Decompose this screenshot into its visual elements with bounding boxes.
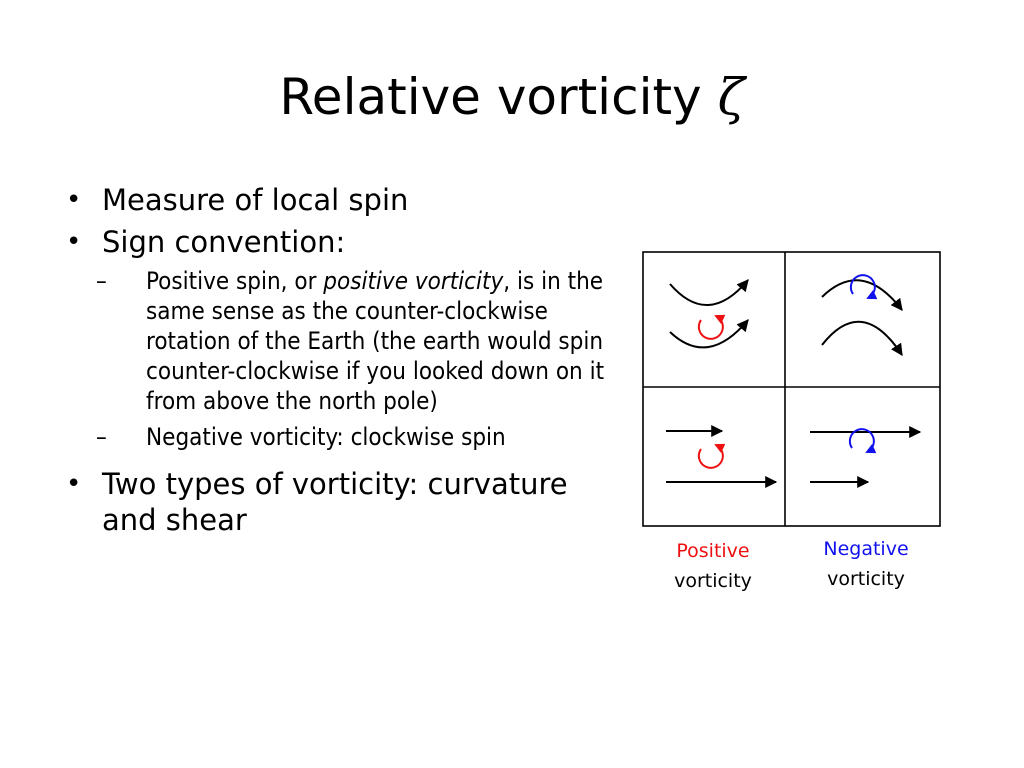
bullet-text-sign-convention: Sign convention:	[102, 225, 346, 259]
positive-shear-panel	[666, 425, 778, 488]
positive-caption-vorticity: vorticity	[674, 570, 752, 592]
sub-bullet-text-negative: Negative vorticity: clockwise spin	[146, 423, 506, 451]
bullet-item: • Sign convention:	[66, 224, 606, 260]
bullet-item: • Measure of local spin	[66, 182, 606, 218]
bullet-text-two-types: Two types of vorticity: curvature and sh…	[102, 467, 568, 537]
title-text: Relative vorticity	[279, 68, 702, 126]
positive-vorticity-caption: Positive vorticity	[638, 536, 788, 596]
counterclockwise-arrow-circle-icon	[697, 314, 726, 340]
curved-flow-arrow	[669, 279, 749, 306]
bullet-dot: •	[66, 185, 82, 215]
sub-bullet-dash: –	[96, 423, 107, 451]
sub-bullet-item: – Negative vorticity: clockwise spin	[66, 422, 606, 452]
diagram-frame	[642, 251, 941, 527]
negative-curvature-panel	[821, 274, 903, 357]
sub-bullet-item: – Positive spin, or positive vorticity, …	[66, 266, 606, 416]
curved-flow-arrow	[821, 320, 903, 357]
bullet-dot: •	[66, 469, 82, 499]
clockwise-arrow-circle-icon	[849, 274, 878, 300]
counterclockwise-arrow-circle-icon	[697, 443, 726, 469]
curved-flow-arrow	[821, 279, 903, 311]
bullet-dot: •	[66, 227, 82, 257]
curved-flow-arrow	[669, 319, 749, 349]
bullet-list: • Measure of local spin • Sign conventio…	[66, 182, 606, 544]
negative-caption-word: Negative	[823, 538, 909, 560]
negative-vorticity-caption: Negative vorticity	[791, 534, 941, 594]
vorticity-diagram	[642, 251, 941, 527]
bullet-text-spin: Measure of local spin	[102, 183, 409, 217]
zeta-symbol: ζ	[717, 68, 745, 126]
sub-bullet-text-positive-part2: , is in the same sense as the counter-cl…	[146, 267, 605, 415]
slide-title: Relative vorticity ζ	[0, 62, 1024, 132]
clockwise-arrow-circle-icon	[848, 428, 877, 454]
sub-bullet-text-positive-part1: Positive spin, or	[146, 267, 324, 295]
sub-bullet-dash: –	[96, 267, 107, 295]
bullet-item: • Two types of vorticity: curvature and …	[66, 466, 606, 538]
negative-shear-panel	[810, 426, 922, 488]
sub-bullet-text-positive-italic: positive vorticity	[323, 267, 504, 295]
positive-curvature-panel	[669, 279, 749, 349]
positive-caption-word: Positive	[676, 540, 750, 562]
negative-caption-vorticity: vorticity	[827, 568, 905, 590]
